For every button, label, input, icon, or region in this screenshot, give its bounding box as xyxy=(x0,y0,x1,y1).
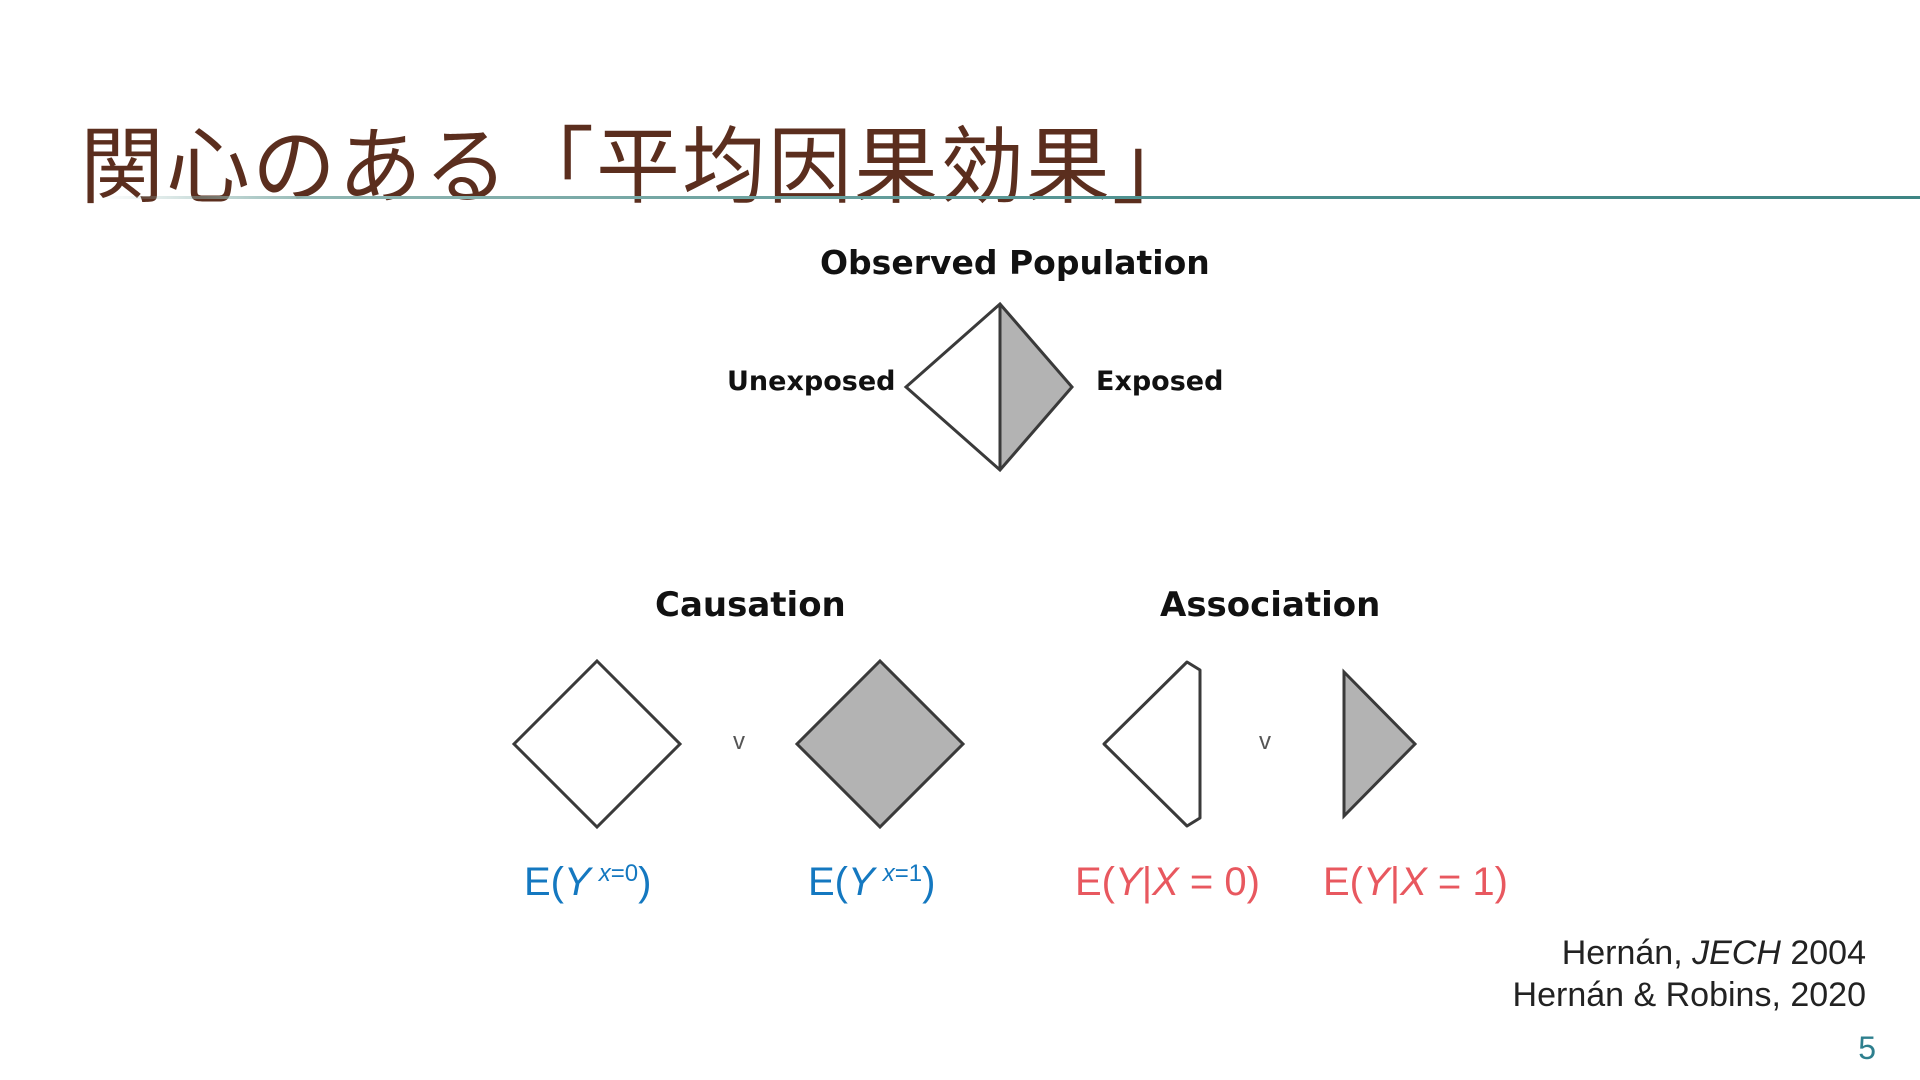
causation-exposed-diamond xyxy=(794,658,966,830)
formula-association-exposed: E(Y|X = 1) xyxy=(1323,860,1508,904)
association-exposed-half xyxy=(1342,668,1418,820)
association-comparison-symbol: v xyxy=(1259,728,1271,755)
unexposed-label: Unexposed xyxy=(727,366,896,397)
exposed-label: Exposed xyxy=(1096,366,1224,397)
title-underline xyxy=(100,196,1920,199)
association-heading: Association xyxy=(1160,585,1381,625)
observed-population-heading: Observed Population xyxy=(820,243,1210,282)
causation-heading: Causation xyxy=(655,585,846,625)
causation-unexposed-diamond xyxy=(511,658,683,830)
slide-title: 関心のある「平均因果効果」 xyxy=(80,118,1199,216)
causation-comparison-symbol: v xyxy=(733,728,745,755)
formula-association-unexposed: E(Y|X = 0) xyxy=(1075,860,1260,904)
citation-hernan-robins-2020: Hernán & Robins, 2020 xyxy=(1512,976,1866,1014)
page-number: 5 xyxy=(1858,1030,1876,1066)
association-unexposed-half xyxy=(1102,660,1202,828)
citation-hernan-2004: Hernán, JECH 2004 xyxy=(1561,934,1866,972)
observed-population-diamond xyxy=(903,301,1074,473)
